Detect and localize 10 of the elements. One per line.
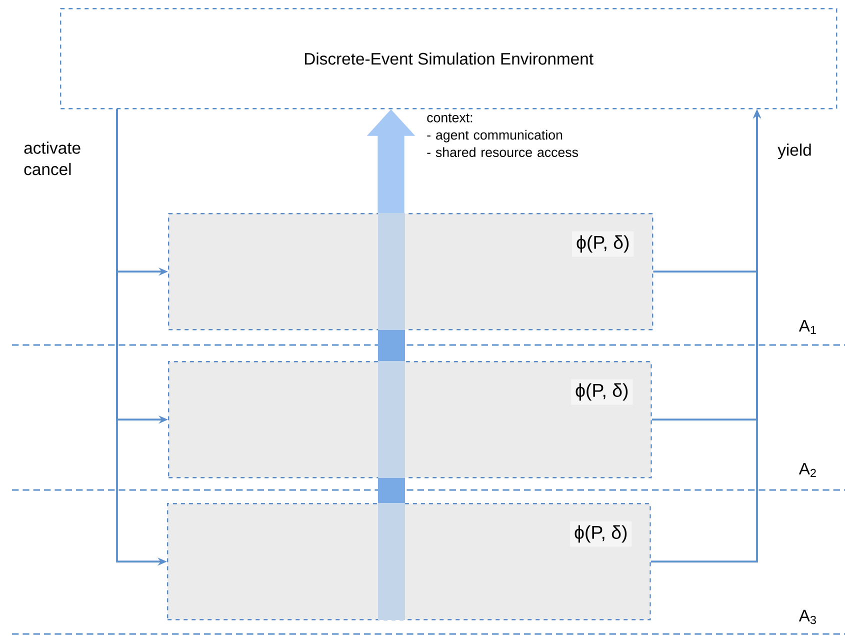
edge-label: activate cancel (24, 142, 80, 176)
agent-box: ϕ(P, δ) (167, 503, 651, 620)
edge-label: yield (778, 144, 811, 160)
edge-label: context: - agent communication - shared resource access (427, 114, 578, 158)
layer-label: A$_{2}$ (798, 462, 816, 478)
agent-box: ϕ(P, δ) (168, 361, 652, 478)
agent-box: ϕ(P, δ) (168, 213, 654, 330)
environment-box: Discrete-Event Simulation Environment (60, 8, 838, 110)
layer-label: A$_{3}$ (798, 610, 816, 624)
layer-label: A$_{1}$ (798, 320, 816, 334)
